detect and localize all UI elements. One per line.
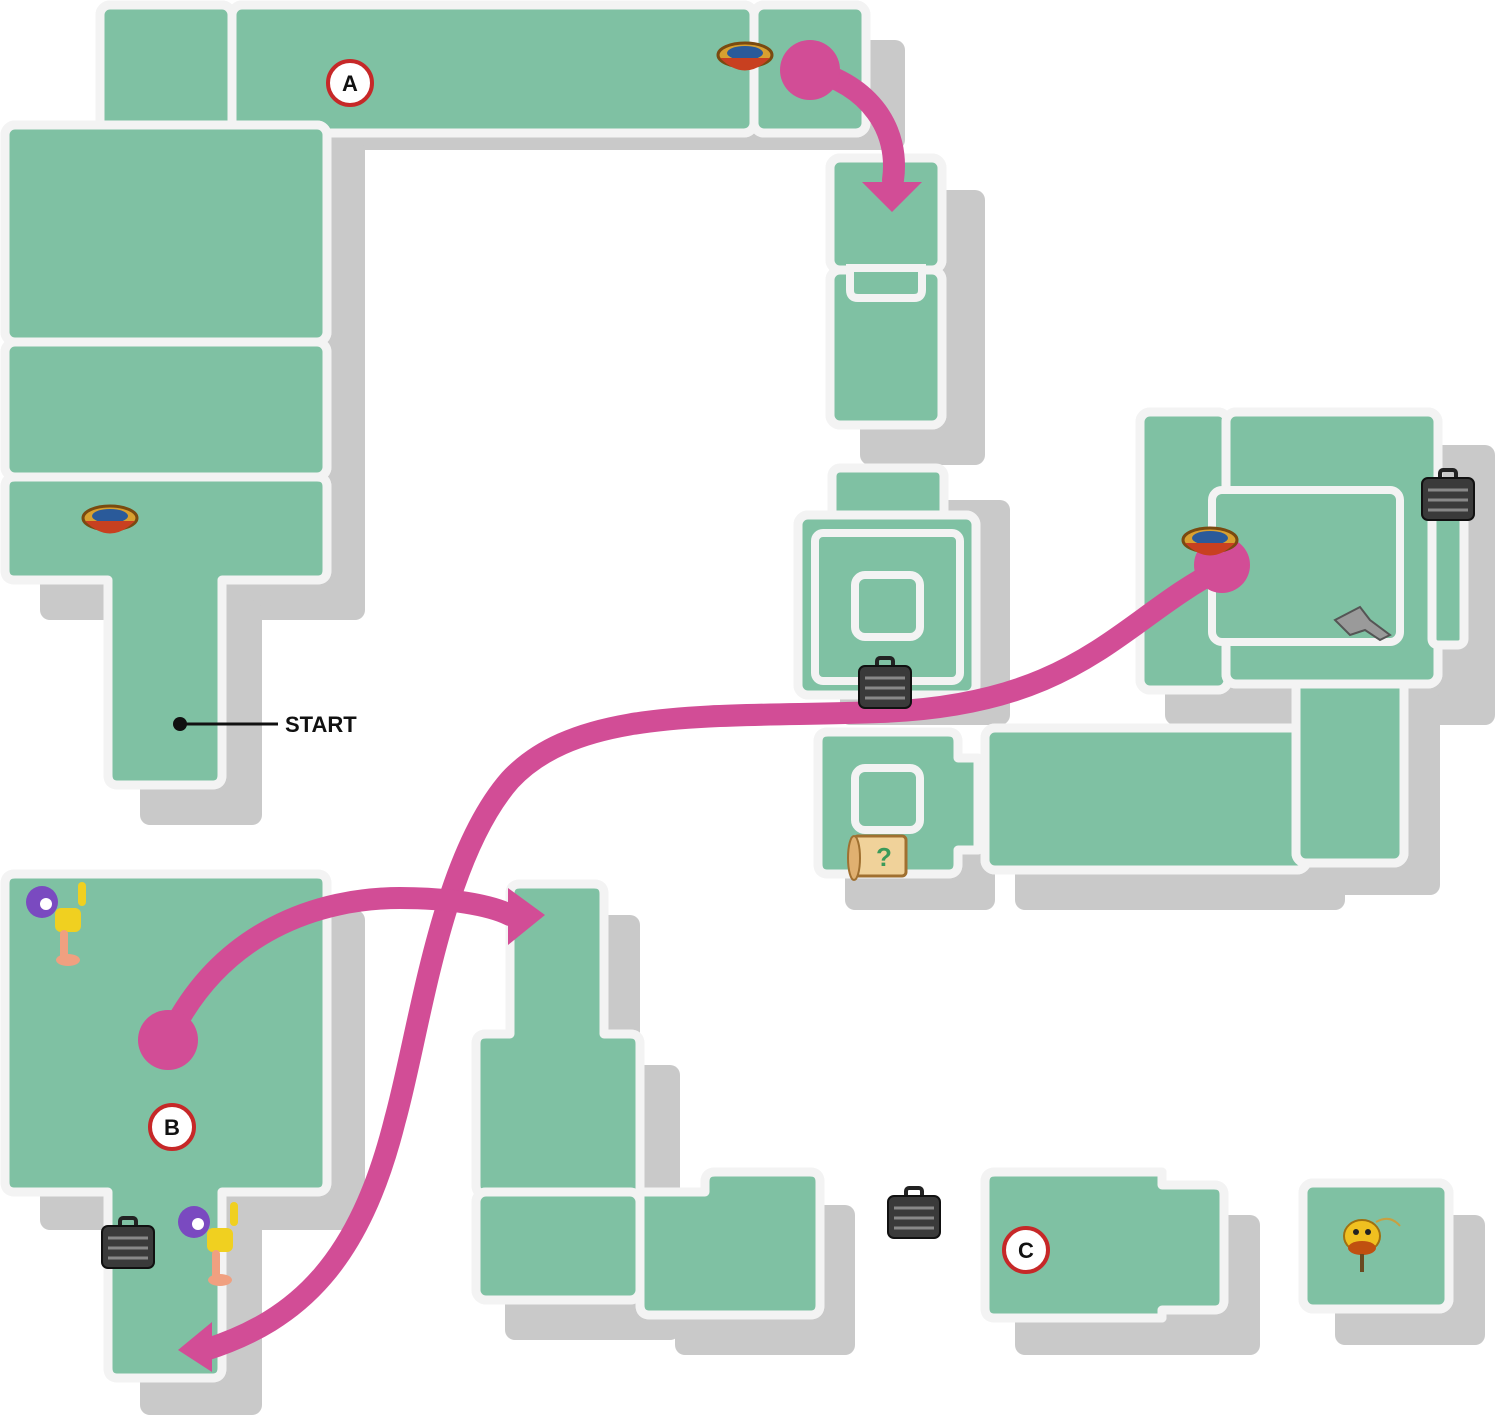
scroll-icon[interactable]: ? [847,834,908,881]
briefcase-icon[interactable] [1421,468,1475,521]
briefcase-icon[interactable] [101,1216,155,1269]
marker-b-label: B [164,1115,180,1140]
route-arrows [138,40,1250,1372]
marker-c[interactable]: C [1002,1226,1050,1274]
pot-icon[interactable] [1181,526,1239,556]
marker-a[interactable]: A [326,59,374,107]
marker-c-label: C [1018,1238,1034,1263]
character-icon[interactable] [26,882,86,966]
briefcase-icon[interactable] [887,1186,941,1239]
start-label: START [173,712,357,737]
route-arrow-3 [157,886,521,1051]
pot-icon[interactable] [81,504,139,534]
svg-text:?: ? [876,842,892,872]
creature-icon[interactable] [1343,1217,1401,1272]
briefcase-icon[interactable] [858,656,912,709]
metal-part-icon[interactable] [1333,605,1392,642]
route-arrow-2 [194,557,1233,1361]
character-icon[interactable] [178,1202,238,1286]
map-items: ? [26,41,1475,1286]
start-text: START [285,712,357,737]
marker-a-label: A [342,71,358,96]
marker-b[interactable]: B [148,1103,196,1151]
pot-icon[interactable] [716,41,774,71]
